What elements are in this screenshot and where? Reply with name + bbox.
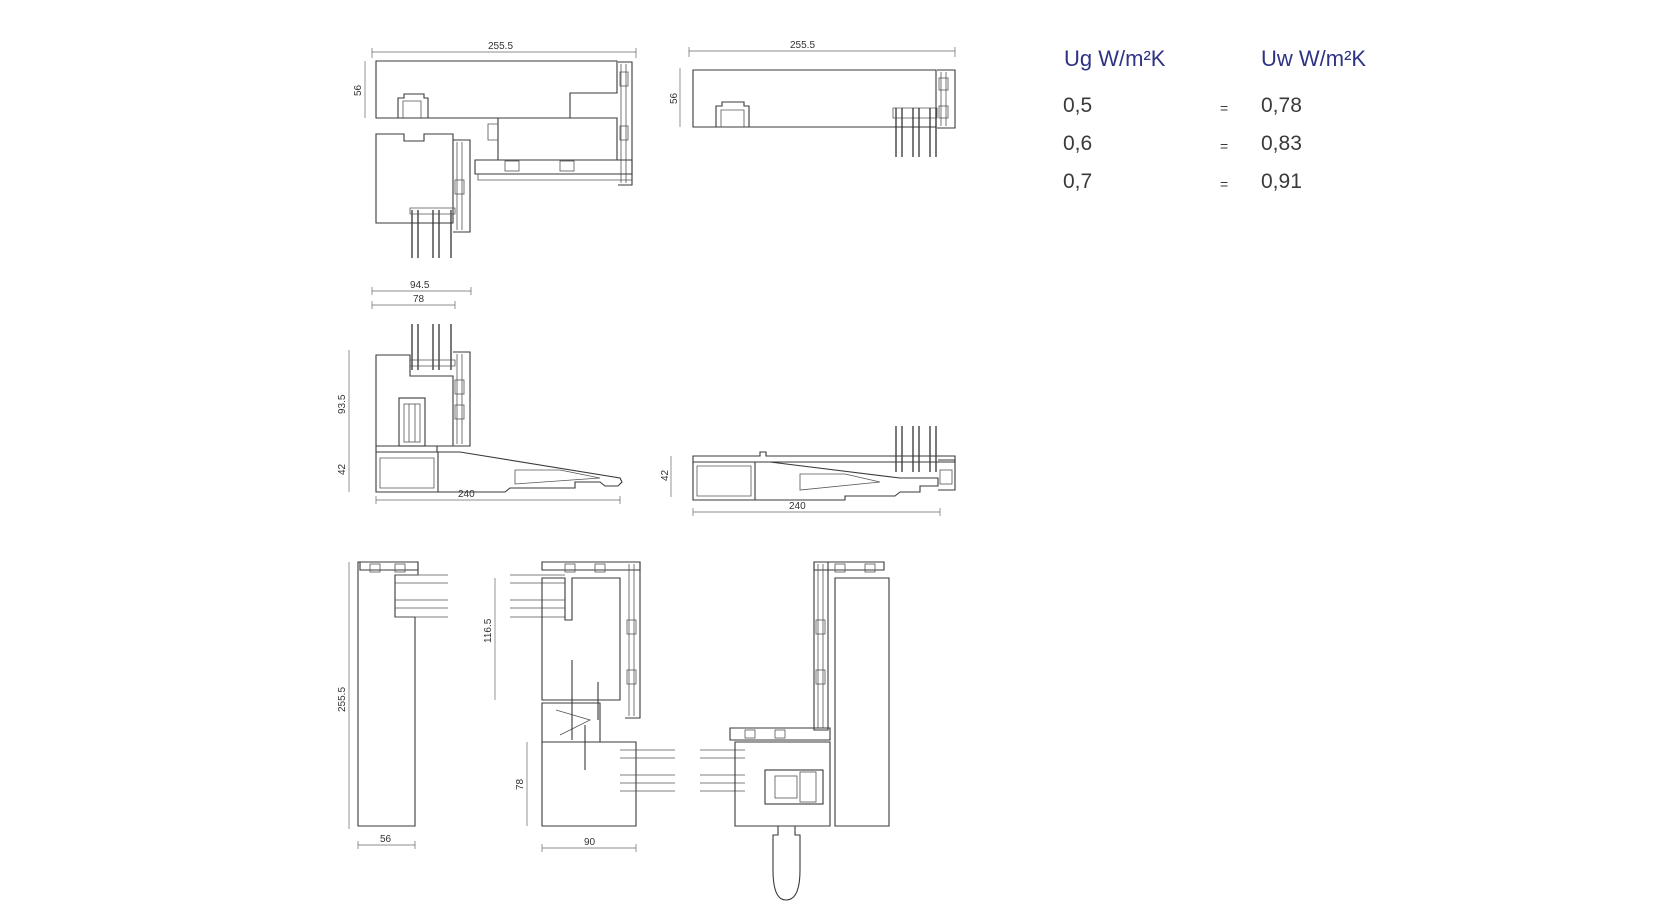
section-mid-right: 42 240	[660, 426, 956, 516]
dim-top-left-width: 255.5	[488, 41, 513, 52]
section-top-right: 255.5 56	[669, 40, 956, 157]
section-top-left: 255.5 56	[353, 41, 637, 258]
section-bottom-right	[700, 561, 890, 901]
uw-header: Uw W/m²K	[1261, 46, 1367, 71]
equals-3: =	[1220, 176, 1229, 192]
ug-value-3: 0,7	[1063, 170, 1093, 193]
ug-header: Ug W/m²K	[1064, 46, 1166, 71]
uw-value-3: 0,91	[1261, 170, 1302, 193]
dim-bottom-left-height: 255.5	[337, 687, 348, 712]
dim-bottom-mid-width: 90	[584, 837, 596, 848]
dim-top-right-height: 56	[669, 92, 680, 104]
uw-value-2: 0,83	[1261, 132, 1302, 155]
dim-top-right-width: 255.5	[790, 40, 815, 51]
section-mid-left: 94.5 78 93.5 42 240	[337, 280, 623, 504]
section-bottom-left: 255.5 56	[337, 561, 448, 849]
dim-bottom-left-width: 56	[380, 834, 392, 845]
dim-mid-left-sill-width: 240	[458, 489, 475, 500]
dim-mid-left-height-lower: 42	[337, 463, 348, 475]
dim-bottom-mid-height-upper: 116.5	[483, 618, 494, 643]
dim-mid-right-sill-width: 240	[789, 501, 806, 512]
equals-2: =	[1220, 138, 1229, 154]
equals-1: =	[1220, 100, 1229, 116]
section-bottom-middle: 116.5 78 90	[483, 561, 675, 852]
dim-mid-right-height: 42	[660, 469, 671, 481]
dim-mid-left-height-upper: 93.5	[337, 394, 348, 414]
dim-top-left-height: 56	[353, 84, 364, 96]
uw-value-1: 0,78	[1261, 94, 1302, 117]
dim-mid-left-width-outer: 94.5	[410, 280, 430, 291]
dim-bottom-mid-height-lower: 78	[515, 778, 526, 790]
ug-value-1: 0,5	[1063, 94, 1093, 117]
ug-value-2: 0,6	[1063, 132, 1093, 155]
dim-mid-left-width-inner: 78	[413, 294, 425, 305]
